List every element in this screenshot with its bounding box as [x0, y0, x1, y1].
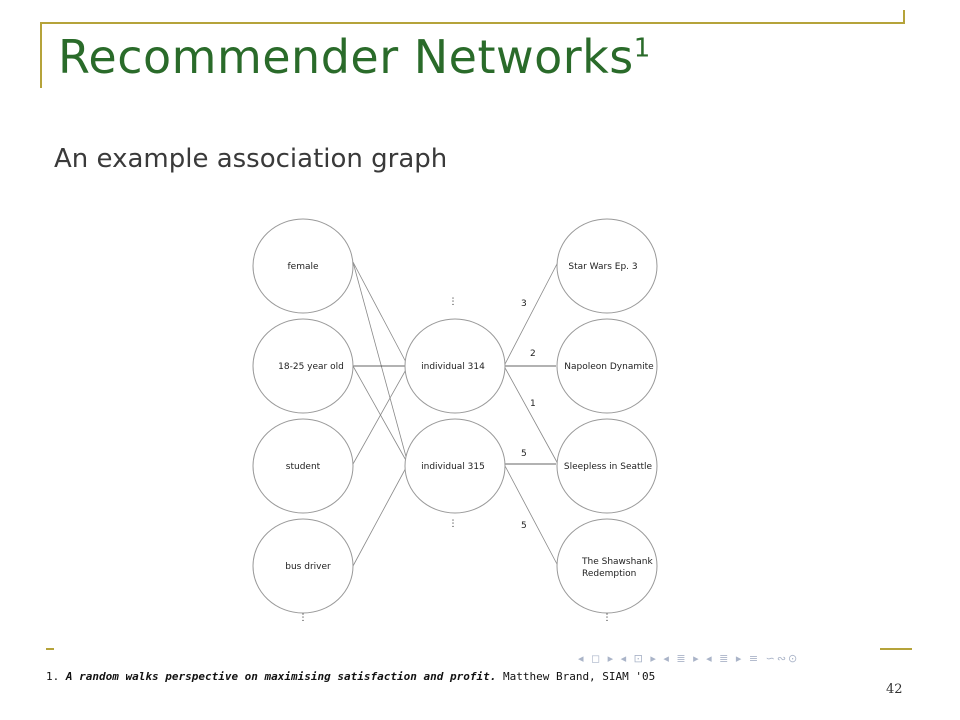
- label-individual-315: individual 315: [421, 462, 485, 472]
- frame-top-rule: [40, 22, 905, 24]
- edge-314-sleepless: [503, 365, 559, 465]
- page-number: 42: [886, 682, 903, 697]
- node-18-25: [252, 318, 354, 414]
- weight-315-sleepless: 5: [521, 449, 527, 459]
- node-student: [252, 418, 354, 514]
- weight-314-sleepless: 1: [530, 399, 536, 409]
- ellipsis-left-bottom: ⋮: [299, 613, 308, 623]
- graph-edges: [352, 261, 559, 567]
- label-shawshank-line-1: The Shawshank: [581, 557, 654, 567]
- label-bus-driver: bus driver: [285, 562, 331, 572]
- beamer-navigation-icons[interactable]: ◂ ◻ ▸ ◂ ⊡ ▸ ◂ ≣ ▸ ◂ ≣ ▸ ≡ ∽∾⊙: [578, 652, 800, 665]
- label-napoleon: Napoleon Dynamite: [564, 362, 654, 372]
- edge-female-315: [352, 261, 409, 465]
- node-bus-driver: [252, 518, 354, 614]
- label-individual-314: individual 314: [421, 362, 485, 372]
- label-shawshank-line-2: Redemption: [582, 569, 636, 579]
- node-star-wars: [556, 218, 658, 314]
- edge-busdriver-315: [352, 463, 409, 567]
- slide-subtitle: An example association graph: [54, 144, 448, 174]
- footnote: 1. A random walks perspective on maximis…: [46, 670, 655, 683]
- slide-title: Recommender Networks1: [58, 30, 651, 84]
- weight-315-shawshank: 5: [521, 521, 527, 531]
- footnote-title: A random walks perspective on maximising…: [65, 670, 497, 683]
- edge-314-starwars: [503, 261, 559, 367]
- ellipsis-middle-top: ⋮: [449, 297, 458, 307]
- ellipsis-right-bottom: ⋮: [603, 613, 612, 623]
- node-individual-315: [404, 418, 506, 514]
- node-female: [252, 218, 354, 314]
- node-individual-314: [404, 318, 506, 414]
- slide-title-footnote-marker: 1: [633, 33, 651, 64]
- bottom-rule-right: [880, 648, 912, 650]
- label-18-25: 18-25 year old: [278, 362, 344, 372]
- slide-title-text: Recommender Networks: [58, 30, 634, 84]
- edge-student-314: [352, 365, 409, 465]
- frame-left-rule: [40, 22, 42, 88]
- bottom-rule-left: [46, 648, 54, 650]
- label-sleepless: Sleepless in Seattle: [564, 462, 653, 472]
- footnote-author: Matthew Brand, SIAM '05: [502, 670, 656, 683]
- weight-314-starwars: 3: [521, 299, 527, 309]
- footnote-number: 1.: [46, 670, 60, 683]
- node-shawshank: [556, 518, 658, 614]
- node-napoleon: [556, 318, 658, 414]
- weight-314-napoleon: 2: [530, 349, 536, 359]
- edge-315-shawshank: [503, 463, 559, 567]
- edge-female-314: [352, 261, 409, 367]
- label-student: student: [286, 462, 321, 472]
- frame-right-tick: [903, 10, 905, 24]
- label-star-wars: Star Wars Ep. 3: [568, 262, 637, 272]
- node-sleepless: [556, 418, 658, 514]
- ellipsis-middle-bottom: ⋮: [449, 519, 458, 529]
- label-female: female: [287, 262, 318, 272]
